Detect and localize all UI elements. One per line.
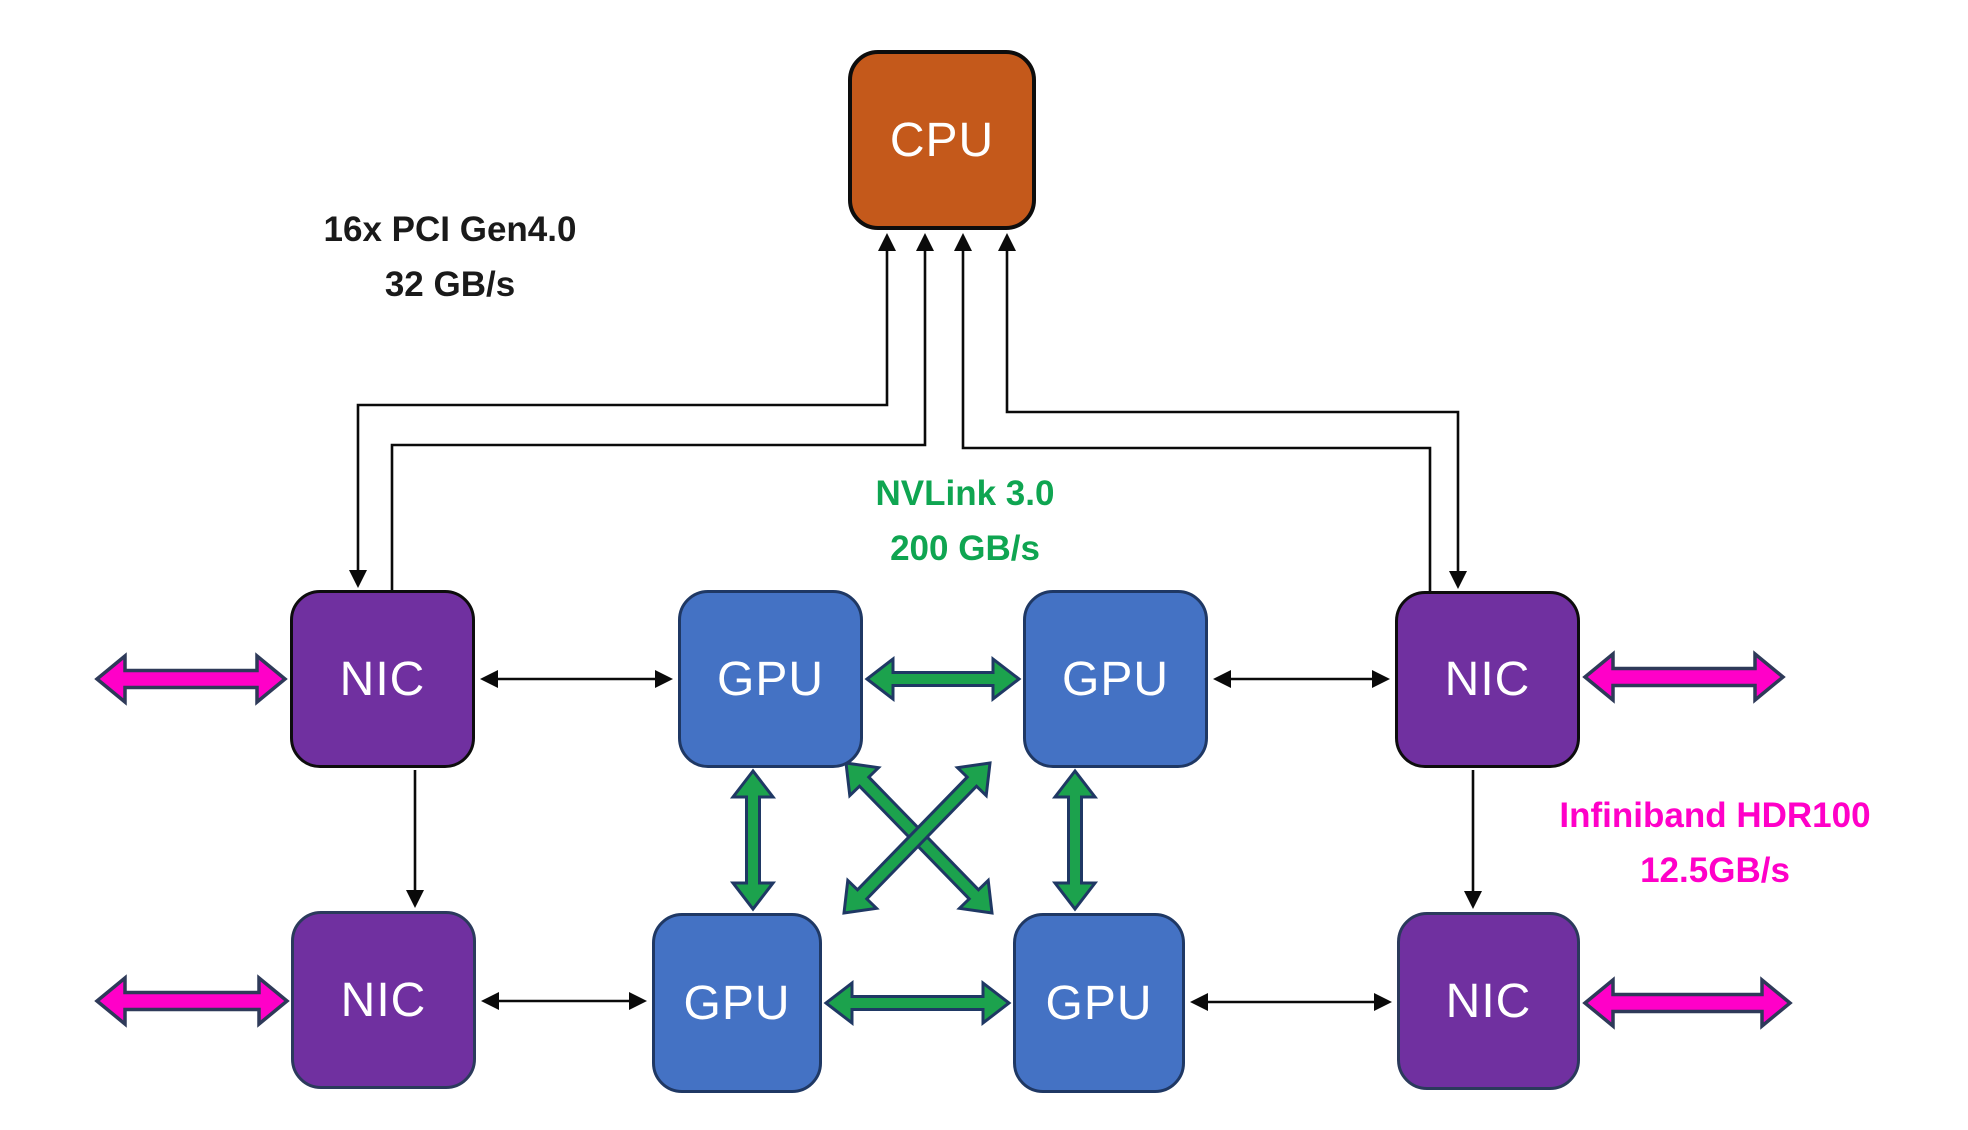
pcie-link-line xyxy=(961,247,1432,591)
nvlink-label-line1: NVLink 3.0 xyxy=(875,474,1055,513)
infiniband-label: Infiniband HDR100 12.5GB/s xyxy=(1515,788,1915,898)
infiniband-arrow xyxy=(94,974,290,1028)
pcie-link-line xyxy=(356,247,889,574)
gpu-bottom-left-label: GPU xyxy=(683,976,791,1030)
nic-bottom-right-label: NIC xyxy=(1445,974,1532,1028)
pcie-link-arrowhead xyxy=(349,570,367,588)
gpu-top-right-node: GPU xyxy=(1023,590,1208,768)
nic-bottom-left-node: NIC xyxy=(291,911,476,1089)
pci-link-label: 16x PCI Gen4.0 32 GB/s xyxy=(230,202,670,312)
cpu-label: CPU xyxy=(889,113,995,167)
pcie-link-arrowhead xyxy=(878,233,896,251)
nic-bottom-left-label: NIC xyxy=(340,973,427,1027)
pcie-link-arrowhead xyxy=(998,233,1016,251)
infiniband-label-line2: 12.5GB/s xyxy=(1640,851,1790,890)
pcie-link-arrowhead xyxy=(406,890,424,908)
infiniband-label-line1: Infiniband HDR100 xyxy=(1559,796,1871,835)
nic-gpu-link-arrow xyxy=(480,670,673,688)
gpu-top-left-label: GPU xyxy=(716,652,824,706)
nic-gpu-link-arrow xyxy=(1213,670,1390,688)
pcie-link-arrowhead xyxy=(954,233,972,251)
infiniband-arrow xyxy=(1582,650,1786,704)
nic-bottom-right-node: NIC xyxy=(1397,912,1580,1090)
nvlink-arrow xyxy=(823,979,1012,1027)
pcie-link-arrowhead xyxy=(1464,891,1482,909)
nic-top-left-label: NIC xyxy=(339,652,426,706)
infiniband-arrow xyxy=(94,652,288,706)
pcie-link-line xyxy=(1005,247,1460,575)
cpu-node: CPU xyxy=(848,50,1036,230)
nvlink-arrow xyxy=(864,655,1022,703)
nvlink-arrow xyxy=(1051,768,1099,912)
gpu-top-right-label: GPU xyxy=(1061,652,1169,706)
pcie-link-arrowhead xyxy=(1449,571,1467,589)
pci-link-label-line1: 16x PCI Gen4.0 xyxy=(323,210,577,249)
nic-top-left-node: NIC xyxy=(290,590,475,768)
nic-gpu-link-arrow xyxy=(1190,993,1392,1011)
nic-top-right-node: NIC xyxy=(1395,591,1580,768)
nvlink-arrow xyxy=(729,768,777,912)
nic-top-right-label: NIC xyxy=(1444,653,1531,706)
infiniband-arrow xyxy=(1582,976,1793,1030)
pcie-link-line xyxy=(390,247,927,590)
nvlink-label: NVLink 3.0 200 GB/s xyxy=(765,466,1165,576)
nvlink-arrow xyxy=(842,761,992,915)
nvlink-label-line2: 200 GB/s xyxy=(890,529,1040,568)
gpu-bottom-left-node: GPU xyxy=(652,913,822,1093)
nic-gpu-link-arrow xyxy=(481,992,647,1010)
gpu-bottom-right-node: GPU xyxy=(1013,913,1185,1093)
pci-link-label-line2: 32 GB/s xyxy=(384,265,516,304)
pcie-link-arrowhead xyxy=(916,233,934,251)
gpu-bottom-right-label: GPU xyxy=(1045,976,1153,1030)
gpu-top-left-node: GPU xyxy=(678,590,863,768)
